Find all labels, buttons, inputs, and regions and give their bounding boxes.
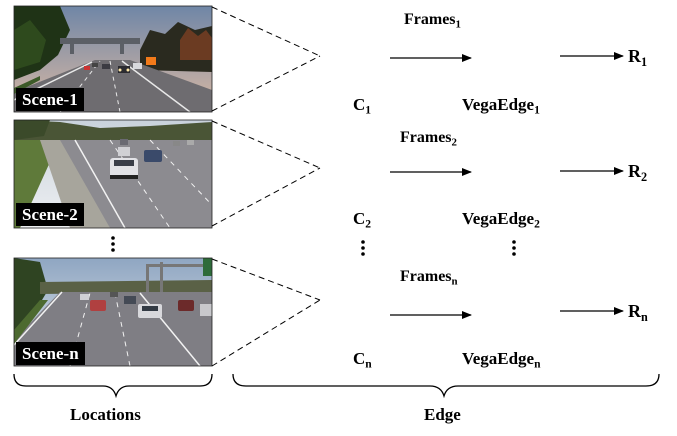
frames-2-label: Frames2 <box>400 129 457 149</box>
device-n-label: VegaEdgen <box>462 349 541 371</box>
frames-1-label: Frames1 <box>404 11 461 31</box>
camera-1-label: C1 <box>353 95 372 117</box>
device-ellipsis <box>512 240 516 256</box>
camera-n-label: Cn <box>353 349 372 371</box>
scene-n-label: Scene-n <box>16 342 85 365</box>
scene-to-camera-lines <box>211 6 321 367</box>
locations-label: Locations <box>70 405 141 424</box>
result-2-label: R2 <box>628 161 648 184</box>
camera-2-label: C2 <box>353 209 372 231</box>
edge-label: Edge <box>424 405 461 424</box>
device-2-label: VegaEdge2 <box>462 209 540 231</box>
camera-ellipsis <box>361 240 365 256</box>
camera-to-device-arrows <box>390 54 472 319</box>
scene-ellipsis <box>111 236 115 252</box>
device-1-label: VegaEdge1 <box>462 95 540 117</box>
frames-n-label: Framesn <box>400 268 458 288</box>
scene-2-label: Scene-2 <box>16 203 84 226</box>
edge-brace <box>232 373 660 399</box>
locations-brace <box>13 373 213 399</box>
scene-1-label: Scene-1 <box>16 88 84 111</box>
result-1-label: R1 <box>628 46 648 69</box>
device-to-result-arrows <box>560 52 624 315</box>
result-n-label: Rn <box>628 301 648 324</box>
